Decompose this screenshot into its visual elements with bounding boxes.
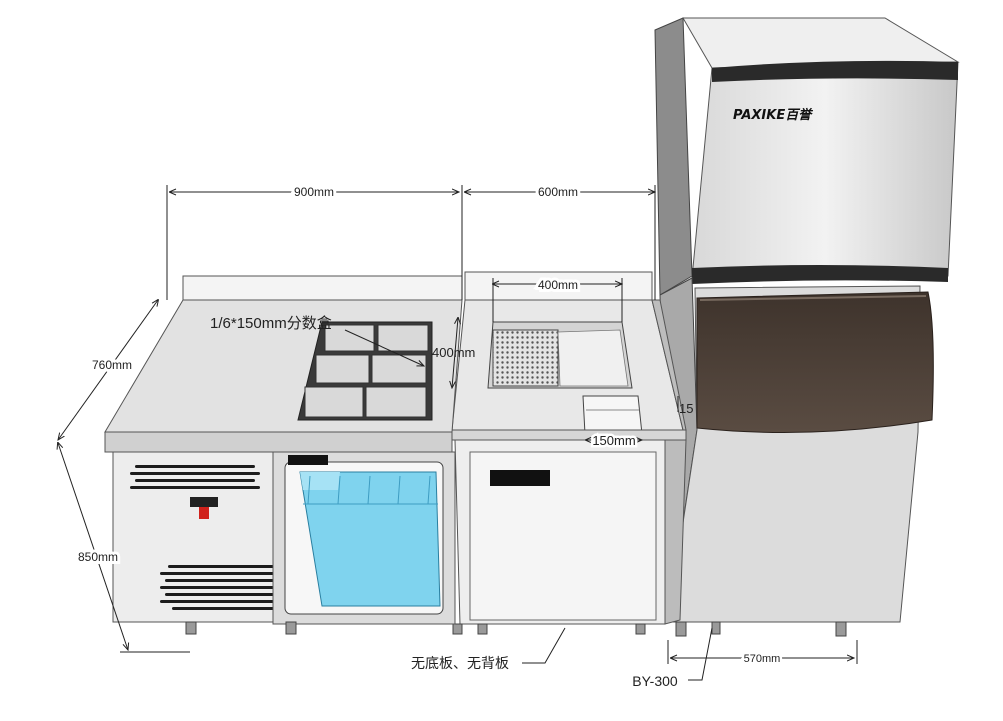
vent-bottom: [160, 565, 278, 610]
dim-570: 570mm: [744, 653, 781, 665]
gastronorm-label: 1/6*150mm分数盒: [210, 315, 332, 332]
no-panels-note: 无底板、无背板: [411, 655, 509, 671]
dim-small-basin: 150mm: [592, 433, 635, 448]
sink-unit: [451, 271, 687, 635]
dim-basin-depth: 400mm: [432, 345, 475, 360]
dim-850: 850mm: [78, 550, 118, 564]
prep-counter: [104, 275, 463, 635]
dim-600: 600mm: [538, 185, 578, 199]
vent-top: [130, 465, 260, 489]
dimension-lines: [58, 185, 858, 681]
dim-760: 760mm: [92, 358, 132, 372]
dim-basin-width: 400mm: [538, 278, 578, 292]
dim-900: 900mm: [294, 185, 334, 199]
power-switch: [199, 507, 209, 519]
brand-label: PAXIKE百誉: [733, 107, 813, 123]
dim-15: 15: [679, 401, 693, 416]
model-label: BY-300: [632, 673, 678, 689]
